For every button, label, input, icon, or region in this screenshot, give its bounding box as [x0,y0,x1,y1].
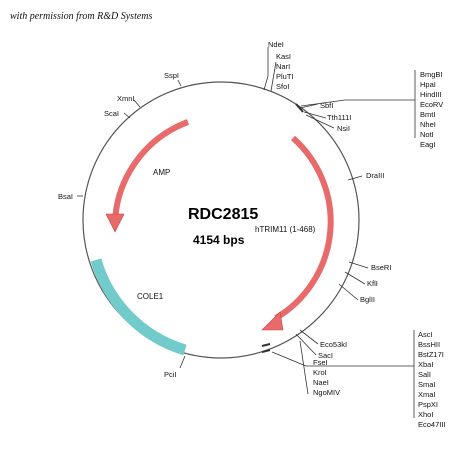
site-cluster-bottom: FseI KroI NaeI NgoMIV [313,358,340,397]
site-cluster-right-top: BmgBI HpaI HindIII EcoRV BmtI NheI NotI … [420,70,443,149]
site-eco53ki: Eco53kI [320,340,347,349]
site-kroi: KroI [313,368,327,377]
site-eagi: EagI [420,140,435,149]
site-ecorv: EcoRV [420,100,443,109]
site-pluti: PluTI [276,72,294,81]
amp-label: AMP [153,168,170,177]
site-bstz17i: BstZ17I [418,350,444,359]
site-nhei: NheI [420,120,436,129]
site-ngomiv: NgoMIV [313,388,340,397]
plasmid-size: 4154 bps [193,233,245,247]
site-bglii: BglII [360,295,375,304]
amp-arrowhead [105,213,125,233]
site-saci: SacI [318,351,333,360]
site-bseri: BseRI [371,263,391,272]
site-cluster-right-bottom: AscI BssHII BstZ17I XbaI SalI SmaI XmaI … [418,330,446,429]
site-kfli: KflI [367,279,378,288]
site-cluster-top: NdeI KasI NarI PluTI SfoI [268,40,294,91]
site-hpai: HpaI [420,80,436,89]
site-asci: AscI [418,330,433,339]
insert-arrowhead [261,311,284,331]
site-noti: NotI [420,130,434,139]
backbone-circle [82,81,360,359]
site-sspi: SspI [164,71,179,80]
site-eco47iii: Eco47III [418,420,446,429]
site-bsai: BsaI [58,192,73,201]
site-fsei: FseI [313,358,328,367]
site-xhoi: XhoI [418,410,433,419]
site-ndei: NdeI [268,40,284,49]
site-draiii: DraIII [366,171,384,180]
site-tth111i: Tth111I [327,113,351,122]
cole1-label: COLE1 [137,292,164,301]
site-bmgbi: BmgBI [420,70,443,79]
cole1-feature [90,258,187,356]
site-pcii: PciI [164,370,177,379]
site-scai: ScaI [104,109,119,118]
site-xmni: XmnI [117,94,135,103]
site-naei: NaeI [313,378,329,387]
site-smai: SmaI [418,380,436,389]
site-xmai: XmaI [418,390,436,399]
amp-arrow [112,119,190,223]
site-sali: SalI [418,370,431,379]
site-hindiii: HindIII [420,90,442,99]
permission-note: with permission from R&D Systems [10,11,153,22]
site-sbfi: SbfI [320,101,333,110]
plasmid-name: RDC2815 [188,206,258,223]
site-bsshii: BssHII [418,340,440,349]
site-pspxi: PspXI [418,400,438,409]
insert-label: hTRIM11 (1-468) [255,225,316,234]
insert-arrow [274,135,334,321]
site-sfoi: SfoI [276,82,289,91]
site-xbai: XbaI [418,360,433,369]
site-bmti: BmtI [420,110,435,119]
site-nsii: NsiI [337,124,350,133]
site-nari: NarI [276,62,290,71]
site-kasi: KasI [276,52,291,61]
